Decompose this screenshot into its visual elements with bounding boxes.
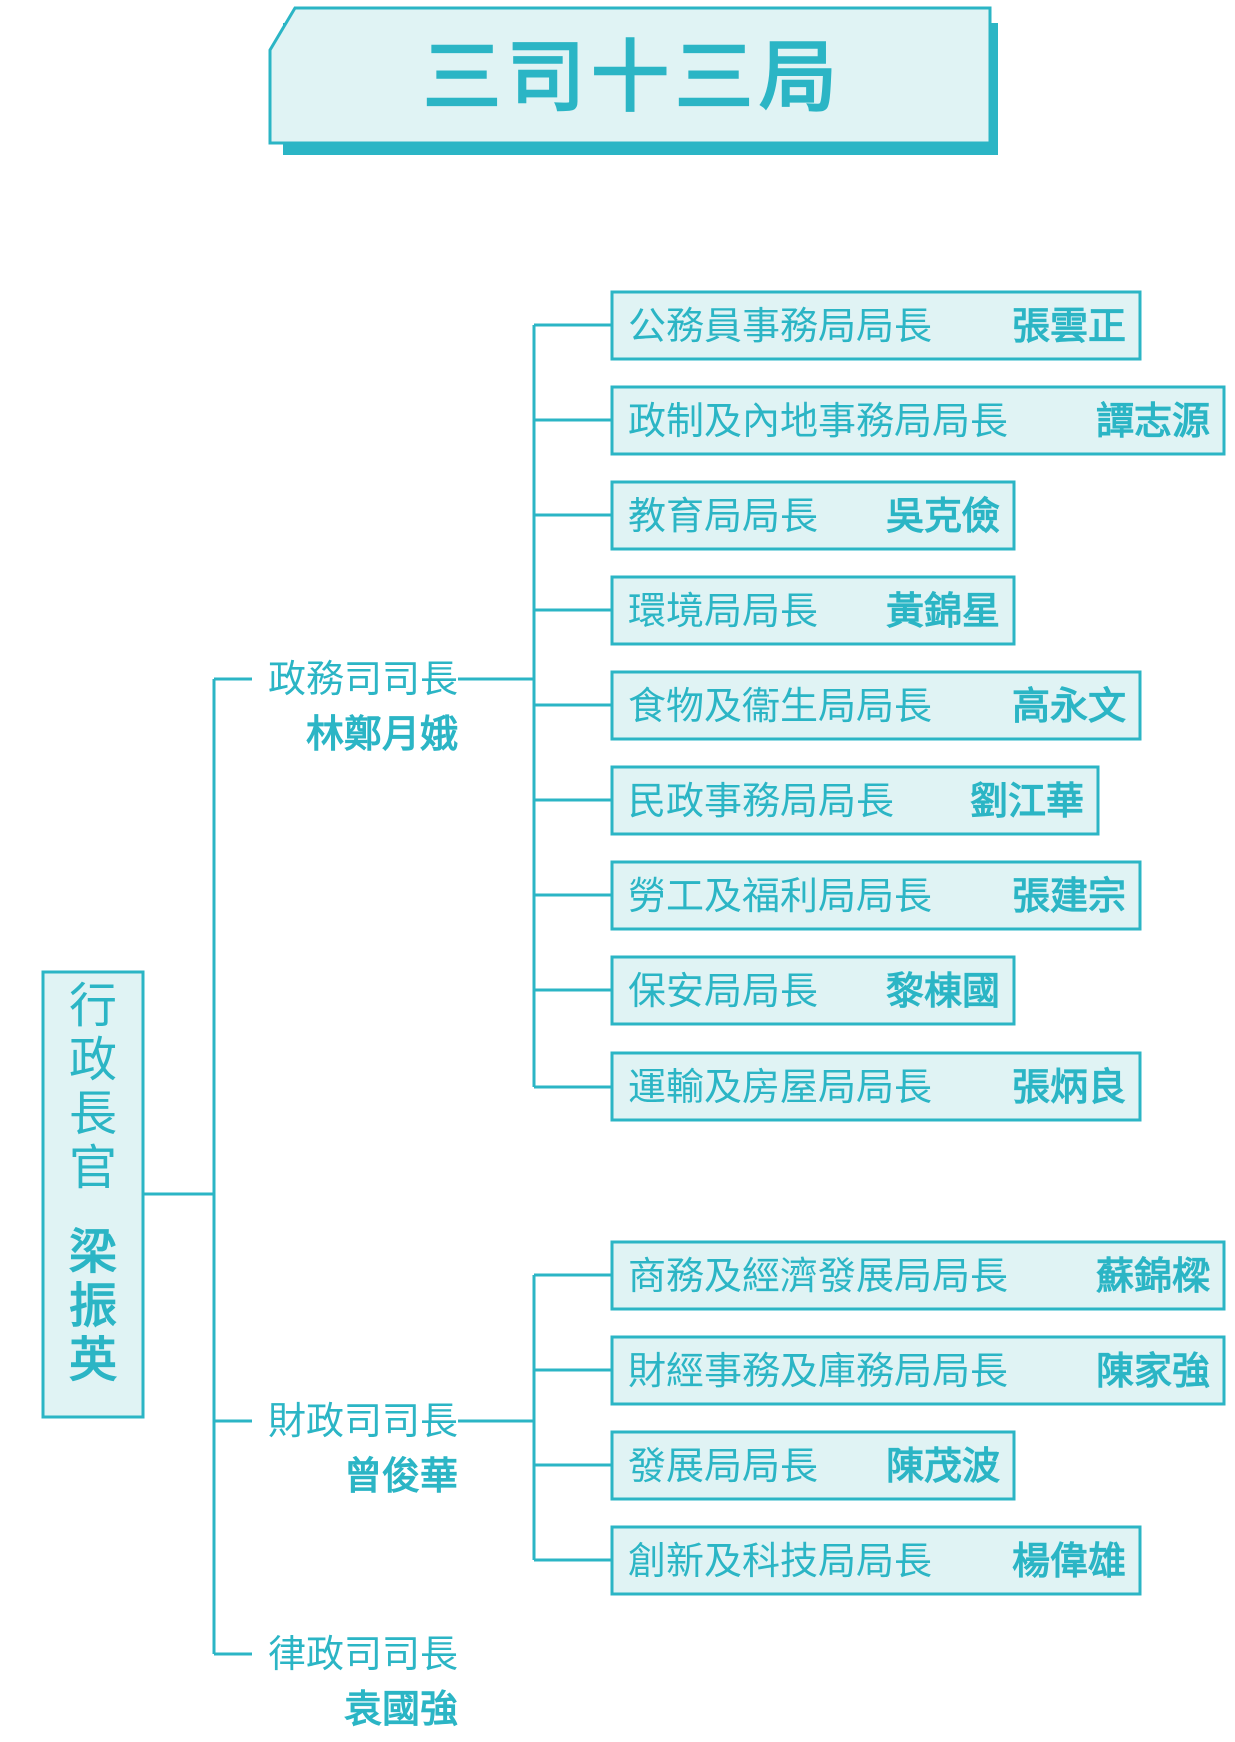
chief-role-char: 行 <box>69 978 117 1034</box>
chief-name-char: 振 <box>69 1278 117 1334</box>
bureau-name: 陳茂波 <box>886 1444 1000 1488</box>
bureau-role: 民政事務局局長 <box>628 779 894 823</box>
bureau-name: 高永文 <box>1012 684 1126 728</box>
secretary-justice: 律政司司長 袁國強 <box>268 1632 458 1731</box>
admin-branch-connectors <box>458 323 612 1089</box>
page-title: 三司十三局 <box>423 33 843 123</box>
bureau-box: 民政事務局局長 劉江華 <box>610 765 1100 836</box>
chief-executive: 行 政 長 官 梁 振 英 <box>41 970 145 1419</box>
bureau-name: 張炳良 <box>1012 1065 1126 1109</box>
bureau-box: 食物及衞生局局長 高永文 <box>610 670 1142 741</box>
chief-name-char: 梁 <box>69 1224 117 1280</box>
bureau-role: 保安局局長 <box>628 969 818 1013</box>
chief-box <box>41 970 145 1419</box>
bureau-box: 發展局局長 陳茂波 <box>610 1430 1016 1501</box>
title-banner-box <box>268 6 992 145</box>
secretary-role: 政務司司長 <box>268 657 458 701</box>
bureau-box: 運輸及房屋局局長 張炳良 <box>610 1051 1142 1122</box>
bureau-name: 譚志源 <box>1096 399 1210 443</box>
bureau-name: 黎棟國 <box>886 969 1000 1013</box>
bureau-box: 環境局局長 黃錦星 <box>610 575 1016 646</box>
bureau-role: 發展局局長 <box>628 1444 818 1488</box>
bureau-box: 保安局局長 黎棟國 <box>610 955 1016 1026</box>
bureau-role: 政制及內地事務局局長 <box>628 399 1008 443</box>
secretary-admin: 政務司司長 林鄭月娥 <box>268 657 458 756</box>
bureau-name: 楊偉雄 <box>1012 1539 1126 1583</box>
secretary-role: 律政司司長 <box>268 1632 458 1676</box>
bureau-role: 食物及衞生局局長 <box>628 684 932 728</box>
bureau-name: 劉江華 <box>970 779 1084 823</box>
bureau-box: 財經事務及庫務局局長 陳家強 <box>610 1335 1226 1406</box>
chief-role-char: 官 <box>69 1140 117 1196</box>
bureau-role: 教育局局長 <box>628 494 818 538</box>
bureau-name: 吳克儉 <box>886 494 1000 538</box>
chief-role-char: 長 <box>69 1086 117 1142</box>
secretary-name: 林鄭月娥 <box>306 712 458 756</box>
bureau-box: 創新及科技局局長 楊偉雄 <box>610 1525 1142 1596</box>
bureau-role: 勞工及福利局局長 <box>628 874 932 918</box>
secretary-name: 曾俊華 <box>344 1454 458 1498</box>
chief-name-char: 英 <box>69 1332 118 1388</box>
chief-role-char: 政 <box>69 1032 117 1088</box>
finance-branch-connectors <box>458 1273 612 1562</box>
bureau-role: 財經事務及庫務局局長 <box>628 1349 1008 1393</box>
title-banner: 三司十三局 <box>268 6 998 155</box>
bureau-box: 公務員事務局局長 張雲正 <box>610 290 1142 361</box>
secretary-role: 財政司司長 <box>268 1399 458 1443</box>
bureau-box: 教育局局長 吳克儉 <box>610 480 1016 551</box>
bureau-name: 陳家強 <box>1096 1349 1210 1393</box>
bureau-name: 黃錦星 <box>886 589 1000 633</box>
bureau-name: 張雲正 <box>1012 304 1126 348</box>
bureau-box: 勞工及福利局局長 張建宗 <box>610 860 1142 931</box>
secretary-name: 袁國強 <box>344 1687 458 1731</box>
bureau-role: 商務及經濟發展局局長 <box>628 1254 1008 1298</box>
bureau-role: 創新及科技局局長 <box>628 1539 932 1583</box>
bureau-name: 蘇錦樑 <box>1096 1254 1211 1298</box>
bureau-role: 公務員事務局局長 <box>628 304 932 348</box>
bureau-name: 張建宗 <box>1012 874 1126 918</box>
bureau-box: 商務及經濟發展局局長 蘇錦樑 <box>610 1240 1226 1311</box>
bureau-role: 環境局局長 <box>628 589 818 633</box>
bureau-role: 運輸及房屋局局長 <box>628 1065 932 1109</box>
secretary-finance: 財政司司長 曾俊華 <box>268 1399 458 1498</box>
bureau-box: 政制及內地事務局局長 譚志源 <box>610 385 1226 456</box>
chief-connectors <box>143 677 252 1656</box>
